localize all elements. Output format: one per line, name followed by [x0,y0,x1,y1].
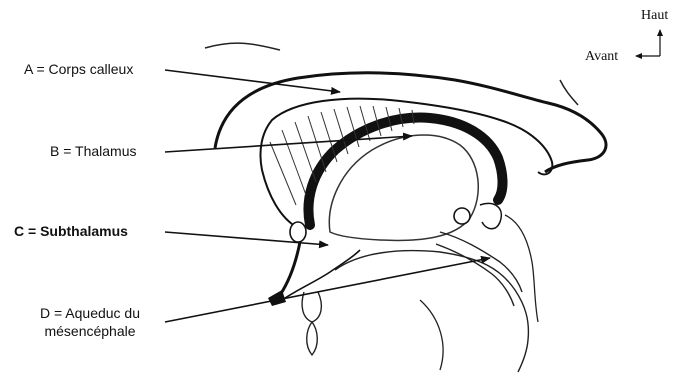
pineal-circle [454,208,470,224]
cerebellum-outline [505,215,538,322]
label-a: A = Corps calleux [24,60,133,78]
arrow-b [165,136,412,152]
orientation-front-label: Avant [585,49,618,65]
arrow-d [165,258,490,322]
orientation-up-label: Haut [641,8,668,24]
pituitary-loop [302,292,321,355]
commissure-oval [290,222,306,242]
label-c: C = Subthalamus [14,222,128,240]
label-d: D = Aqueduc du mésencéphale [15,304,165,340]
right-sulcus-line [560,80,578,105]
label-b: B = Thalamus [50,142,137,160]
label-d-line1: D = Aqueduc du [15,304,165,322]
brainstem-lower-curve [420,300,443,370]
arrow-a [165,70,340,92]
stalk-outline [282,250,360,300]
thalamus-outline [329,135,478,240]
label-d-line2: mésencéphale [15,322,165,340]
upper-sulcus-line [205,43,280,50]
posterior-commissure-shape [480,204,501,229]
anterior-wall-line [280,242,300,295]
fornix-band [308,118,502,225]
